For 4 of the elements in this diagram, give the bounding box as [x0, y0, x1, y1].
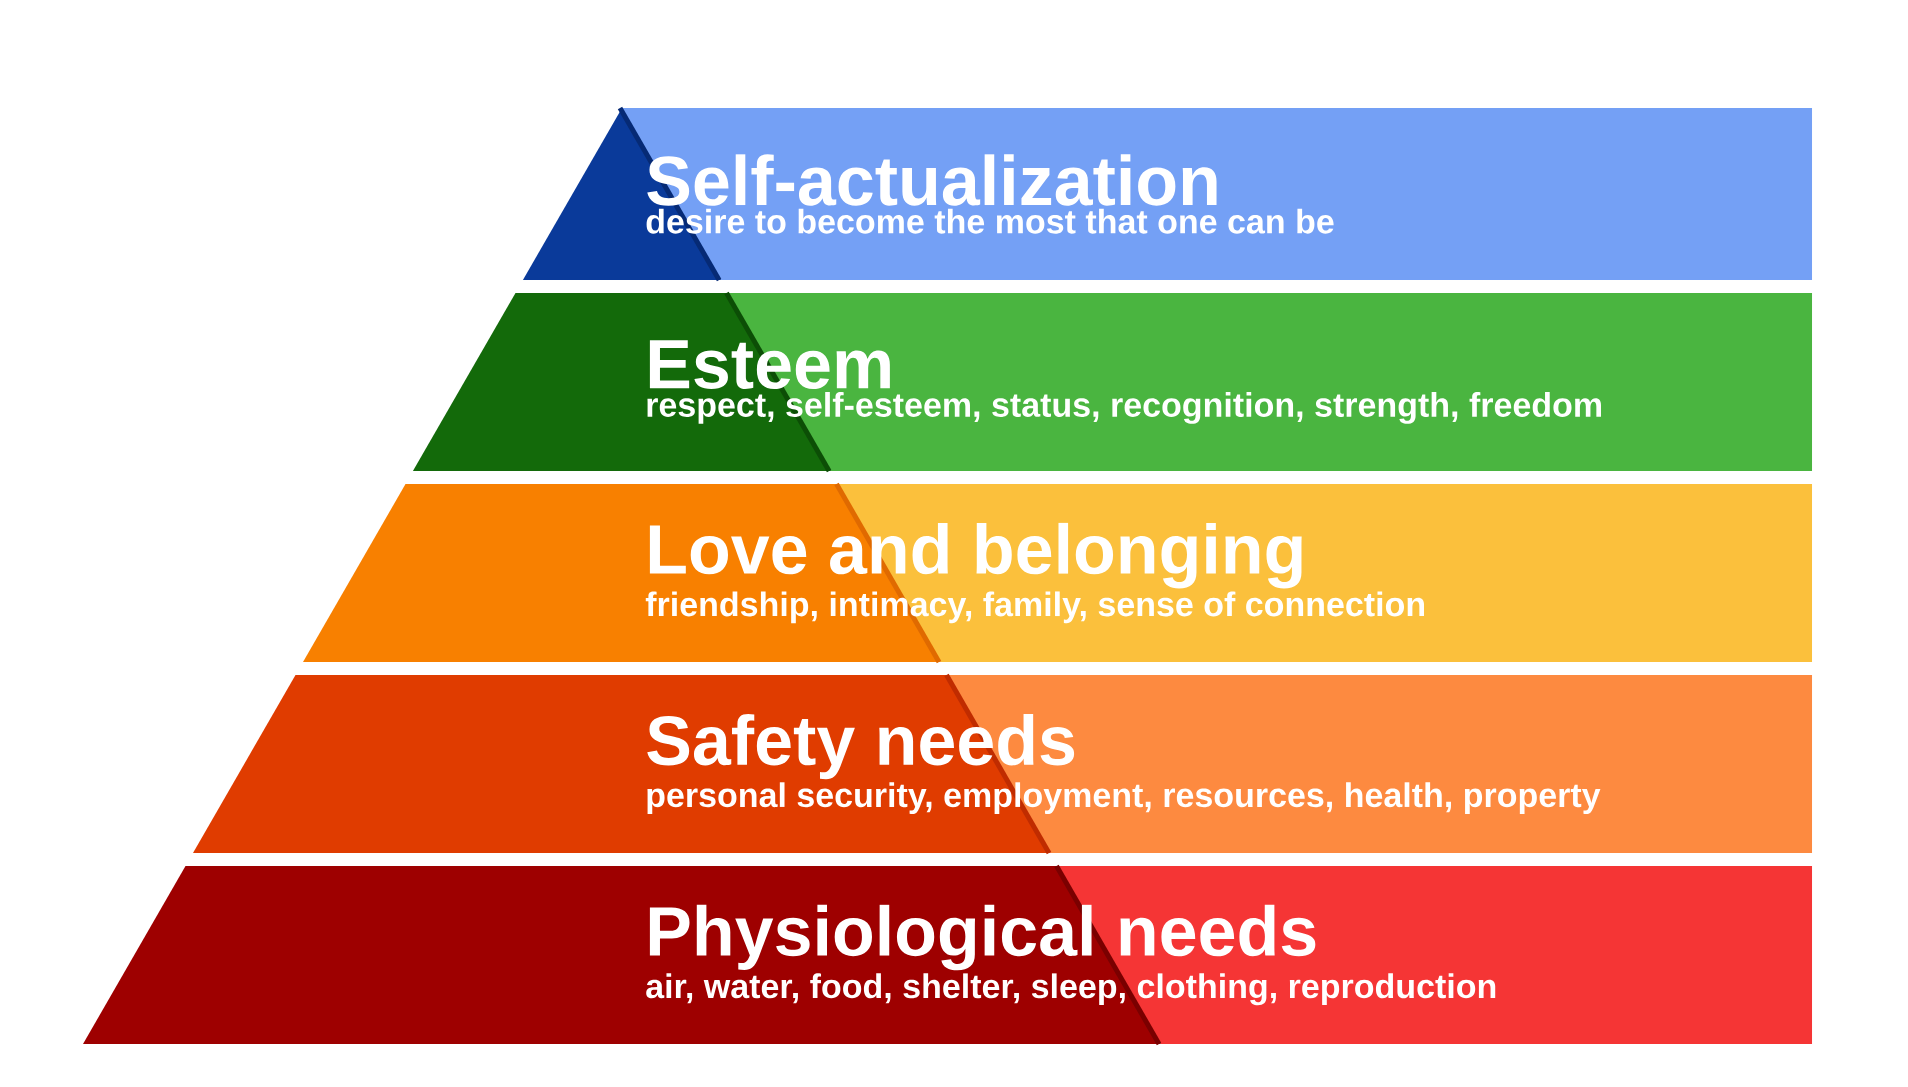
pyramid-tier: Physiological needs air, water, food, shelter, sleep, clothing, reproduction [83, 864, 1812, 1046]
pyramid-tier: Esteem respect, self-esteem, status, recognition, strength, freedom [412, 291, 1812, 473]
pyramid-tier: Love and belonging friendship, intimacy, family, sense of connection [303, 482, 1812, 664]
pyramid-tier: Safety needs personal security, employment, resources, health, property [193, 673, 1812, 855]
